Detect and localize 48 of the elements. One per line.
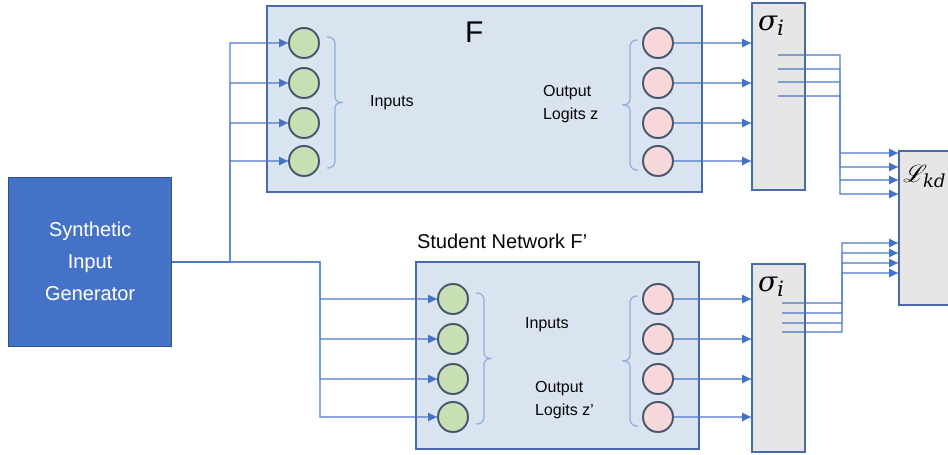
arrow [778, 95, 898, 198]
input-neuron [437, 363, 469, 395]
output-neuron [642, 323, 674, 355]
output-neuron [642, 283, 674, 315]
arrow [782, 268, 898, 333]
arrow [782, 238, 898, 304]
output-neuron [642, 107, 674, 139]
text-label: Inputs [370, 92, 415, 112]
network-title: F [465, 15, 484, 51]
node-label: Synthetic Input Generator [44, 218, 136, 307]
text-label: Output Logits z’ [535, 378, 595, 421]
arrow [172, 261, 437, 422]
loss-box [898, 150, 948, 306]
loss-symbol: ℒ$_{kd}$ [903, 159, 946, 190]
arrow [778, 68, 898, 172]
input-neuron [288, 107, 320, 139]
arrow [674, 412, 751, 422]
input-neuron [437, 401, 469, 433]
arrow [778, 81, 898, 184]
softmax-box [751, 263, 806, 453]
network-title: Student Network F’ [417, 230, 588, 255]
text-label: Output Logits z [543, 82, 600, 125]
arrow [674, 294, 751, 304]
sigma-symbol: σ$_{i}$ [758, 4, 784, 38]
arrow [674, 334, 751, 344]
input-neuron [437, 283, 469, 315]
output-neuron [642, 363, 674, 395]
input-neuron [288, 27, 320, 59]
network-box [266, 5, 703, 193]
arrow [782, 258, 898, 324]
arrow [782, 248, 898, 314]
input-neuron [437, 323, 469, 355]
arrow [674, 78, 751, 88]
output-neuron [642, 401, 674, 433]
input-neuron [288, 67, 320, 99]
softmax-box [751, 2, 806, 191]
output-neuron [642, 145, 674, 177]
input-neuron [288, 145, 320, 177]
sigma-symbol: σ$_{i}$ [758, 265, 784, 299]
arrow [674, 118, 751, 128]
arrow [674, 374, 751, 384]
output-neuron [642, 27, 674, 59]
output-neuron [642, 67, 674, 99]
text-label: Inputs [525, 314, 570, 334]
arrow [674, 156, 751, 166]
arrow [778, 54, 898, 158]
generator-box [8, 177, 172, 347]
arrow [674, 38, 751, 48]
